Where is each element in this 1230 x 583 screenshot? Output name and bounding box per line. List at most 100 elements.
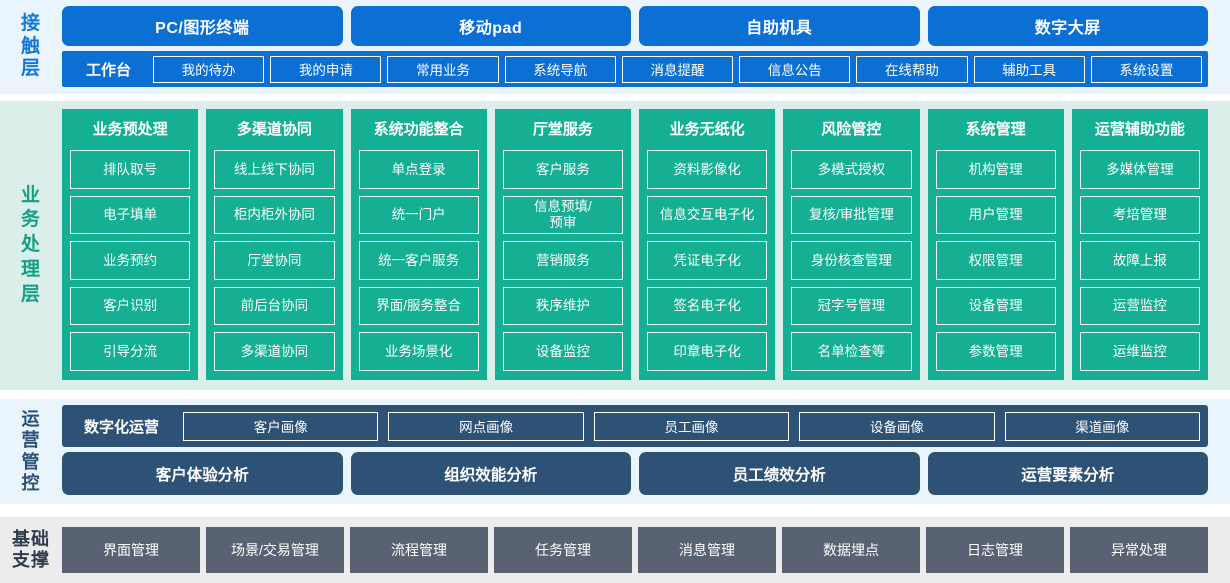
business-item-单点登录[interactable]: 单点登录 (358, 150, 479, 189)
operations-layer-label-char-1: 营 (21, 430, 41, 451)
portrait-item-客户画像[interactable]: 客户画像 (183, 411, 379, 441)
business-item-权限管理[interactable]: 权限管理 (935, 241, 1056, 280)
workbench-item-常用业务[interactable]: 常用业务 (387, 55, 499, 83)
business-item-考培管理[interactable]: 考培管理 (1079, 195, 1200, 235)
business-column-多渠道协同: 多渠道协同线上线下协同柜内柜外协同厅堂协同前后台协同多渠道协同 (206, 109, 343, 380)
business-item-设备监控[interactable]: 设备监控 (502, 332, 623, 371)
business-item-业务预约[interactable]: 业务预约 (70, 241, 191, 280)
base-item-异常处理[interactable]: 异常处理 (1070, 527, 1208, 573)
business-column-title-多渠道协同: 多渠道协同 (236, 121, 312, 138)
base-item-场景-交易管理[interactable]: 场景/交易管理 (206, 527, 344, 573)
base-item-row: 界面管理场景/交易管理流程管理任务管理消息管理数据埋点日志管理异常处理 (62, 527, 1208, 573)
business-column-运营辅助功能: 运营辅助功能多媒体管理考培管理故障上报运营监控运维监控 (1071, 109, 1208, 380)
base-item-界面管理[interactable]: 界面管理 (62, 527, 200, 573)
portrait-item-渠道画像[interactable]: 渠道画像 (1004, 411, 1200, 441)
analysis-item-员工绩效分析[interactable]: 员工绩效分析 (639, 452, 920, 495)
business-item-界面-服务整合[interactable]: 界面/服务整合 (358, 286, 479, 326)
operations-layer-label-char-3: 控 (21, 472, 41, 493)
business-column-系统功能整合: 系统功能整合单点登录统一门户统一客户服务界面/服务整合业务场景化 (350, 109, 487, 380)
contact-layer-label-char-2: 层 (20, 58, 41, 80)
business-layer-section: 业务处理层 业务预处理排队取号电子填单业务预约客户识别引导分流多渠道协同线上线下… (0, 101, 1230, 390)
base-item-流程管理[interactable]: 流程管理 (350, 527, 488, 573)
base-support-layer-section: 基础支撑 界面管理场景/交易管理流程管理任务管理消息管理数据埋点日志管理异常处理 (0, 517, 1230, 583)
business-item-厅堂协同[interactable]: 厅堂协同 (214, 241, 335, 280)
business-item-排队取号[interactable]: 排队取号 (70, 150, 191, 189)
workbench-item-消息提醒[interactable]: 消息提醒 (621, 55, 734, 83)
workbench-item-在线帮助[interactable]: 在线帮助 (856, 55, 968, 83)
portrait-item-员工画像[interactable]: 员工画像 (593, 411, 790, 441)
analysis-item-运营要素分析[interactable]: 运营要素分析 (927, 452, 1208, 495)
business-item-信息预填-预审[interactable]: 信息预填/ 预审 (502, 195, 623, 235)
workbench-item-辅助工具[interactable]: 辅助工具 (973, 55, 1085, 83)
business-column-风险管控: 风险管控多模式授权复核/审批管理身份核查管理冠字号管理名单检查等 (783, 109, 920, 380)
business-item-多媒体管理[interactable]: 多媒体管理 (1079, 150, 1200, 189)
base-support-layer-label-char-1: 支撑 (12, 550, 50, 570)
business-item-运营监控[interactable]: 运营监控 (1079, 286, 1200, 326)
business-item-统一门户[interactable]: 统一门户 (358, 195, 479, 235)
channel-chip-pc-图形终端[interactable]: PC/图形终端 (62, 6, 343, 46)
base-item-数据埋点[interactable]: 数据埋点 (782, 527, 920, 573)
business-item-电子填单[interactable]: 电子填单 (70, 195, 191, 235)
business-item-印章电子化[interactable]: 印章电子化 (647, 332, 768, 371)
business-item-统一客户服务[interactable]: 统一客户服务 (358, 241, 479, 280)
workbench-item-系统设置[interactable]: 系统设置 (1090, 55, 1202, 83)
analysis-item-客户体验分析[interactable]: 客户体验分析 (62, 452, 343, 495)
operations-layer-label-char-0: 运 (21, 409, 41, 430)
business-item-名单检查等[interactable]: 名单检查等 (791, 332, 912, 371)
workbench-item-系统导航[interactable]: 系统导航 (504, 55, 616, 83)
workbench-item-我的申请[interactable]: 我的申请 (270, 55, 382, 83)
business-item-凭证电子化[interactable]: 凭证电子化 (647, 241, 768, 280)
business-item-运维监控[interactable]: 运维监控 (1079, 332, 1200, 371)
business-item-营销服务[interactable]: 营销服务 (502, 241, 623, 280)
business-item-多渠道协同[interactable]: 多渠道协同 (214, 332, 335, 371)
business-layer-label-char-2: 处 (20, 234, 41, 256)
base-item-消息管理[interactable]: 消息管理 (638, 527, 776, 573)
business-item-故障上报[interactable]: 故障上报 (1079, 241, 1200, 280)
business-layer-label-char-4: 层 (20, 283, 41, 305)
business-column-业务预处理: 业务预处理排队取号电子填单业务预约客户识别引导分流 (62, 109, 199, 380)
workbench-bar: 工作台 我的待办我的申请常用业务系统导航消息提醒信息公告在线帮助辅助工具系统设置 (62, 51, 1208, 87)
business-column-title-系统功能整合: 系统功能整合 (373, 121, 464, 138)
business-item-客户识别[interactable]: 客户识别 (70, 286, 191, 326)
business-item-签名电子化[interactable]: 签名电子化 (647, 286, 768, 326)
base-item-日志管理[interactable]: 日志管理 (926, 527, 1064, 573)
business-item-参数管理[interactable]: 参数管理 (935, 332, 1056, 371)
contact-layer-label: 接触层 (0, 0, 62, 94)
channel-chip-自助机具[interactable]: 自助机具 (639, 6, 920, 46)
business-item-设备管理[interactable]: 设备管理 (935, 286, 1056, 326)
workbench-title: 工作台 (86, 61, 132, 79)
base-item-任务管理[interactable]: 任务管理 (494, 527, 632, 573)
contact-layer-label-char-1: 触 (20, 35, 41, 57)
base-support-layer-body: 界面管理场景/交易管理流程管理任务管理消息管理数据埋点日志管理异常处理 (62, 517, 1230, 583)
business-column-厅堂服务: 厅堂服务客户服务信息预填/ 预审营销服务秩序维护设备监控 (494, 109, 631, 380)
business-item-用户管理[interactable]: 用户管理 (935, 195, 1056, 235)
business-item-柜内柜外协同[interactable]: 柜内柜外协同 (214, 195, 335, 235)
business-item-资料影像化[interactable]: 资料影像化 (647, 150, 768, 189)
business-item-复核-审批管理[interactable]: 复核/审批管理 (791, 195, 912, 235)
channel-chip-移动pad[interactable]: 移动pad (350, 6, 631, 46)
workbench-item-我的待办[interactable]: 我的待办 (153, 55, 265, 83)
business-item-引导分流[interactable]: 引导分流 (70, 332, 191, 371)
business-column-title-系统管理: 系统管理 (965, 121, 1026, 138)
business-item-多模式授权[interactable]: 多模式授权 (791, 150, 912, 189)
business-item-业务场景化[interactable]: 业务场景化 (358, 332, 479, 371)
portrait-item-网点画像[interactable]: 网点画像 (388, 411, 584, 441)
analysis-item-组织效能分析[interactable]: 组织效能分析 (350, 452, 631, 495)
business-item-秩序维护[interactable]: 秩序维护 (502, 286, 623, 326)
business-item-前后台协同[interactable]: 前后台协同 (214, 286, 335, 326)
business-item-冠字号管理[interactable]: 冠字号管理 (791, 286, 912, 326)
business-item-客户服务[interactable]: 客户服务 (502, 150, 623, 189)
operations-layer-label-char-2: 管 (21, 451, 41, 472)
business-item-机构管理[interactable]: 机构管理 (935, 150, 1056, 189)
operations-layer-section: 运营管控 数字化运营 客户画像网点画像员工画像设备画像渠道画像 客户体验分析组织… (0, 399, 1230, 504)
business-layer-label: 业务处理层 (0, 101, 62, 390)
business-item-信息交互电子化[interactable]: 信息交互电子化 (647, 195, 768, 235)
business-column-title-运营辅助功能: 运营辅助功能 (1094, 121, 1185, 138)
business-item-线上线下协同[interactable]: 线上线下协同 (214, 150, 335, 189)
base-support-layer-label-char-0: 基础 (12, 529, 50, 550)
workbench-item-信息公告[interactable]: 信息公告 (739, 55, 851, 83)
business-item-身份核查管理[interactable]: 身份核查管理 (791, 241, 912, 280)
channel-chip-数字大屏[interactable]: 数字大屏 (927, 6, 1208, 46)
portrait-item-设备画像[interactable]: 设备画像 (799, 411, 995, 441)
